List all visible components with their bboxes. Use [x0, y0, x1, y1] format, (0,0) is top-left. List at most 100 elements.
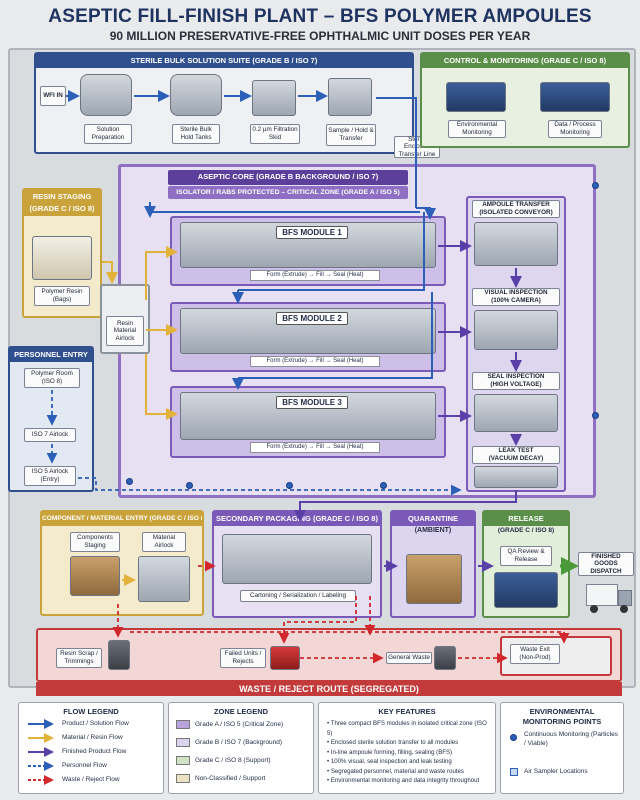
solution-flow	[66, 90, 436, 390]
component-item-2: Material Airlock	[142, 532, 186, 552]
waste-item-2: Failed Units / Rejects	[220, 648, 266, 668]
zone-legend-label-3: Grade C / ISO 8 (Support)	[195, 757, 271, 764]
zone-legend-item-4: Non-Classified / Support	[176, 774, 265, 783]
general-waste-bin	[434, 646, 456, 670]
resin-bags-label: Polymer Resin (Bags)	[34, 286, 90, 306]
waste-item-1: Resin Scrap / Trimmings	[56, 648, 102, 668]
inspection-4-sub: (VACUUM DECAY)	[488, 455, 544, 462]
zone-legend-label-4: Non-Classified / Support	[195, 775, 266, 782]
inspection-4-title: LEAK TEST (VACUUM DECAY)	[472, 446, 560, 464]
sample-hold-equipment	[328, 78, 372, 116]
ampoule-transfer-conveyor	[474, 222, 558, 266]
release-label: QA Review & Release	[500, 546, 552, 566]
zone-legend-title: ZONE LEGEND	[213, 707, 269, 716]
qa-workstation	[494, 572, 558, 608]
finished-product-flow	[294, 240, 522, 572]
personnel-item-2: ISO 7 Airlock	[24, 428, 76, 442]
key-features-title: KEY FEATURES	[378, 707, 436, 716]
env-legend-item-1: Continuous Monitoring (Particles / Viabl…	[524, 731, 618, 747]
bfs-module-1-label: BFS MODULE 1	[276, 226, 348, 239]
resin-bags-pallet	[32, 236, 92, 280]
monitoring-point-2	[286, 482, 293, 489]
feature-4: • 100% visual, seal inspection and leak …	[327, 758, 452, 765]
zone-legend-item-3: Grade C / ISO 8 (Support)	[176, 756, 271, 765]
feature-5: • Segregated personnel, material and was…	[327, 767, 464, 775]
zone-swatch-1	[176, 720, 190, 729]
resin-scrap-bin	[108, 640, 130, 670]
zone-legend: ZONE LEGEND	[168, 702, 314, 794]
bfs-module-3-machine	[180, 392, 436, 440]
flow-legend-item-1: Product / Solution Flow	[62, 720, 129, 727]
continuous-monitoring-icon	[510, 734, 517, 741]
resin-airlock-label: Resin Material Airlock	[106, 316, 144, 346]
zone-legend-label-2: Grade B / ISO 7 (Background)	[195, 739, 283, 746]
inspection-1-sub: (ISOLATED CONVEYOR)	[479, 209, 553, 216]
inspection-4-name: LEAK TEST	[498, 447, 534, 455]
env-monitoring-legend: ENVIRONMENTAL MONITORING POINTS	[500, 702, 624, 794]
isolator-critical-zone-title: ISOLATOR / RABS PROTECTED – CRITICAL ZON…	[168, 186, 408, 199]
inspection-2-title: VISUAL INSPECTION (100% CAMERA)	[472, 288, 560, 306]
monitoring-point-5	[592, 412, 599, 419]
monitoring-point-1	[186, 482, 193, 489]
bfs-module-3-label: BFS MODULE 3	[276, 396, 348, 409]
flow-legend: FLOW LEGEND	[18, 702, 164, 794]
data-monitoring-console	[540, 82, 610, 112]
inspection-3-title: SEAL INSPECTION (HIGH VOLTAGE)	[472, 372, 560, 390]
zone-legend-item-2: Grade B / ISO 7 (Background)	[176, 738, 282, 747]
waste-item-3: General Waste	[386, 652, 432, 664]
bfs-module-3-steps: Form (Extrude) → Fill → Seal (Heat)	[250, 442, 380, 453]
personnel-entry-title: PERSONNEL ENTRY	[10, 348, 92, 362]
material-airlock-chamber	[138, 556, 190, 602]
packaging-line-machine	[222, 534, 372, 584]
suite-step-4: Sample / Hold & Transfer	[326, 124, 376, 146]
page-subtitle: 90 MILLION PRESERVATIVE-FREE OPHTHALMIC …	[109, 29, 531, 43]
feature-6: • Environmental monitoring and data inte…	[327, 777, 480, 784]
key-features: KEY FEATURES • Three compact BFS modules…	[318, 702, 496, 794]
control-monitoring-title: CONTROL & MONITORING (GRADE C / ISO 8)	[422, 54, 628, 68]
sterile-bulk-suite-title: STERILE BULK SOLUTION SUITE (GRADE B / I…	[36, 54, 412, 68]
feature-3: • In-line ampoule forming, filling, seal…	[327, 748, 453, 756]
suite-step-2: Sterile Bulk Hold Tanks	[172, 124, 220, 144]
bfs-module-2-label: BFS MODULE 2	[276, 312, 348, 325]
flow-legend-item-2: Material / Resin Flow	[62, 734, 123, 741]
quarantine-pallets	[406, 554, 462, 604]
component-item-1: Components Staging	[70, 532, 120, 552]
inspection-1-title: AMPOULE TRANSFER (ISOLATED CONVEYOR)	[472, 200, 560, 218]
flow-legend-item-5: Waste / Reject Flow	[62, 776, 120, 783]
zone-swatch-2	[176, 738, 190, 747]
page-title: ASEPTIC FILL-FINISH PLANT – BFS POLYMER …	[48, 6, 592, 27]
monitoring-point-3	[380, 482, 387, 489]
flow-legend-swatches	[28, 719, 54, 785]
quarantine-title: QUARANTINE	[392, 512, 474, 526]
waste-route-title: WASTE / REJECT ROUTE (SEGREGATED)	[36, 682, 622, 696]
visual-inspection-machine	[474, 310, 558, 350]
control-item-2: Data / Process Monitoring	[548, 120, 602, 138]
env-legend-item-2: Air Sampler Locations	[524, 768, 588, 775]
release-title: RELEASE	[484, 512, 568, 526]
monitoring-point-6	[126, 478, 133, 485]
inspection-2-name: VISUAL INSPECTION	[484, 289, 548, 297]
solution-preparation-equipment	[80, 74, 132, 116]
bfs-module-1-steps: Form (Extrude) → Fill → Seal (Heat)	[250, 270, 380, 281]
secondary-packaging-label: Cartoning / Serialization / Labeling	[240, 590, 356, 602]
zone-legend-item-1: Grade A / ISO 5 (Critical Zone)	[176, 720, 283, 729]
monitoring-point-4	[592, 182, 599, 189]
component-staging-boxes	[70, 556, 120, 596]
inspection-3-sub: (HIGH VOLTAGE)	[490, 381, 542, 388]
bfs-module-2-steps: Form (Extrude) → Fill → Seal (Heat)	[250, 356, 380, 367]
component-entry-title: COMPONENT / MATERIAL ENTRY (GRADE C / IS…	[42, 512, 202, 526]
personnel-item-1: Polymer Room (ISO 8)	[24, 368, 80, 388]
release-subtitle: (GRADE C / ISO 8)	[497, 527, 555, 534]
environmental-monitoring-console	[446, 82, 506, 112]
suite-step-3: 0.2 µm Filtration Skid	[250, 124, 300, 144]
inspection-2-sub: (100% CAMERA)	[491, 297, 541, 304]
bulk-hold-tanks-equipment	[170, 74, 222, 116]
zone-swatch-4	[176, 774, 190, 783]
personnel-flow	[46, 390, 462, 496]
filtration-skid-equipment	[252, 80, 296, 116]
suite-step-1: Solution Preparation	[84, 124, 132, 144]
quarantine-subtitle: (AMBIENT)	[414, 527, 452, 534]
env-monitoring-title: ENVIRONMENTAL MONITORING POINTS	[522, 707, 602, 726]
waste-item-4: Waste Exit (Non-Prod)	[510, 644, 560, 664]
